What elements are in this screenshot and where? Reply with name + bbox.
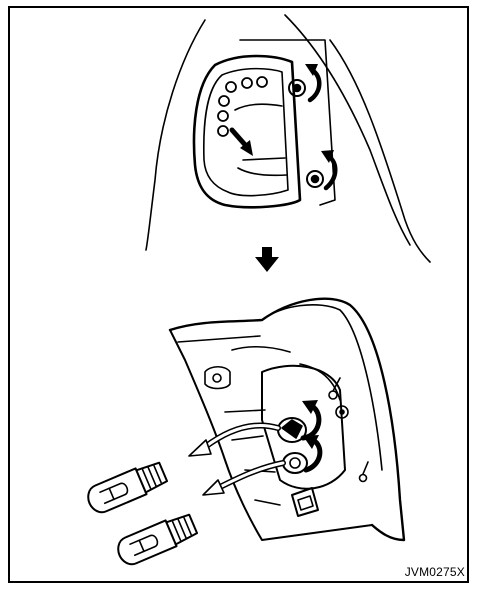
connector (292, 488, 318, 516)
plate-edge (300, 364, 340, 400)
lens-line (243, 158, 285, 160)
rim-detail (232, 347, 290, 352)
lens-line (238, 168, 287, 175)
bulb-socket-lower (283, 453, 307, 473)
wedge-bulb (114, 511, 199, 568)
bottom-illustration (84, 299, 404, 568)
rib (225, 410, 265, 412)
rotate-arrow-icon (302, 400, 319, 438)
wedge-bulb (84, 459, 169, 516)
rib (255, 500, 280, 505)
figure-code: JVM0275X (405, 565, 465, 579)
down-arrow-icon (255, 247, 279, 272)
rotate-arrow-icon (303, 435, 320, 470)
rib (232, 436, 263, 440)
stud (360, 462, 369, 482)
remove-arrow-icon (203, 463, 283, 495)
body-contour (146, 20, 205, 250)
rotate-arrow-icon (305, 64, 319, 100)
screw-upper (289, 80, 305, 96)
screw-lower (307, 171, 323, 187)
top-illustration (146, 15, 430, 262)
body-contour-right (330, 40, 430, 262)
mounting-hole (213, 374, 221, 382)
lens-line (235, 104, 282, 110)
mounting-boss (205, 367, 230, 389)
inner-rim (262, 305, 382, 470)
housing-flange (170, 330, 372, 540)
flange-edge (178, 336, 260, 342)
body-edge (285, 15, 410, 245)
